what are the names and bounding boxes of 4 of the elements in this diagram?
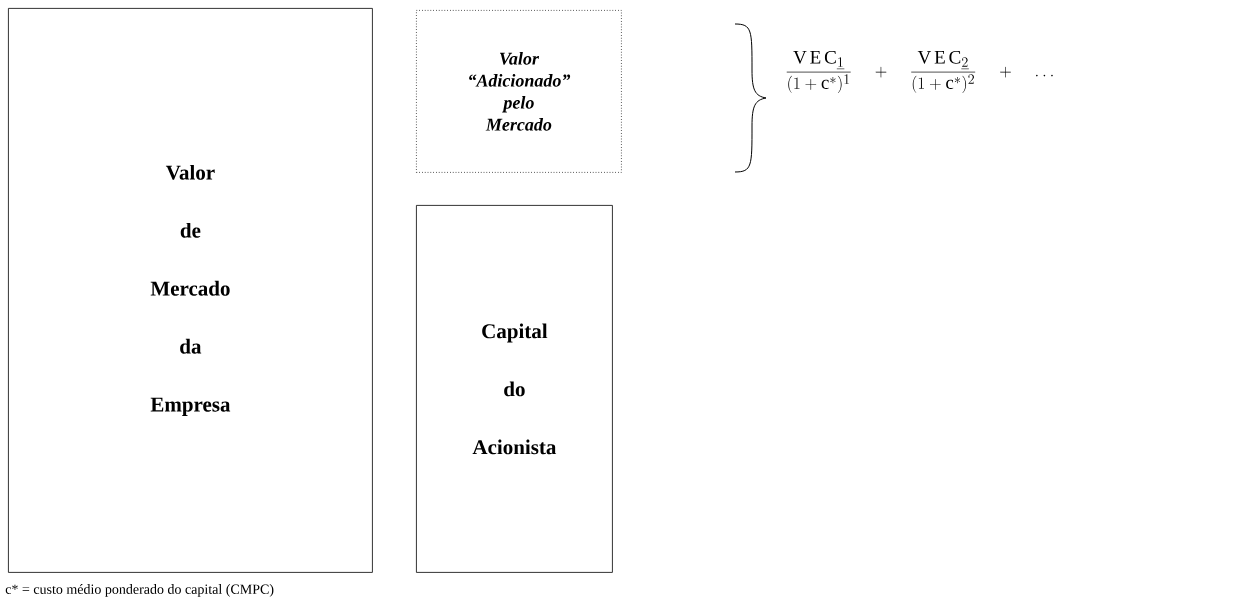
text-box: Capital do Acionista <box>416 205 613 573</box>
formula: $\frac{\mathrm{V\,E\,C}_{\underline{1}}}{(1+\mathrm{c}^{*})^{1}} \quad + \quad \frac{\mathrm{V\,E\,C}_{\underline{2}}}{(1+\mathrm{c}^{*})^{2}} \quad + \quad \dots$ <box>786 50 1053 94</box>
text-box: Valor “Adicionado” pelo Mercado <box>416 10 622 173</box>
text-box: Valor de Mercado da Empresa <box>8 8 373 573</box>
